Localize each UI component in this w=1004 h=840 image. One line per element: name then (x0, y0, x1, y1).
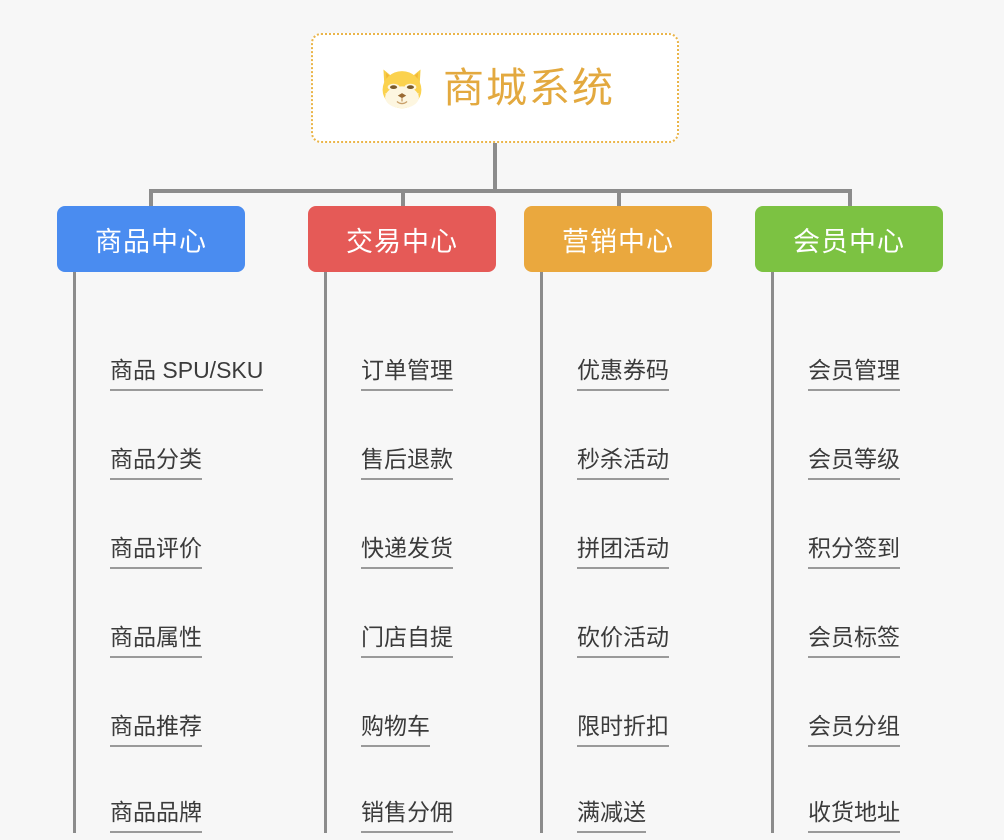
list-item[interactable]: 积分签到 (774, 480, 985, 569)
list-item[interactable]: 商品属性 (76, 569, 307, 658)
category-header-product[interactable]: 商品中心 (57, 206, 245, 272)
list-item[interactable]: 销售分佣 (327, 747, 538, 833)
category-column-trade: 交易中心 订单管理 售后退款 快递发货 门店自提 购物车 销售分佣 (308, 206, 538, 833)
list-item[interactable]: 秒杀活动 (543, 391, 754, 480)
root-node-mall-system[interactable]: 商城系统 (311, 33, 679, 143)
leaf-label: 商品属性 (110, 624, 202, 658)
leaf-label: 门店自提 (361, 624, 453, 658)
list-item[interactable]: 收货地址 (774, 747, 985, 833)
leaf-label: 砍价活动 (577, 624, 669, 658)
leaf-label: 商品 SPU/SKU (110, 357, 264, 391)
list-item[interactable]: 砍价活动 (543, 569, 754, 658)
leaf-label: 限时折扣 (577, 713, 669, 747)
list-item[interactable]: 会员管理 (774, 302, 985, 391)
list-item[interactable]: 商品分类 (76, 391, 307, 480)
leaf-label: 会员标签 (808, 624, 900, 658)
list-item[interactable]: 商品品牌 (76, 747, 307, 833)
category-column-member: 会员中心 会员管理 会员等级 积分签到 会员标签 会员分组 收货地址 (755, 206, 985, 833)
leaf-list-trade: 订单管理 售后退款 快递发货 门店自提 购物车 销售分佣 (324, 272, 538, 833)
category-header-trade[interactable]: 交易中心 (308, 206, 496, 272)
list-item[interactable]: 会员分组 (774, 658, 985, 747)
connector-drop-3 (617, 189, 621, 206)
leaf-list-member: 会员管理 会员等级 积分签到 会员标签 会员分组 收货地址 (771, 272, 985, 833)
list-item[interactable]: 商品评价 (76, 480, 307, 569)
connector-drop-4 (848, 189, 852, 206)
root-title: 商城系统 (443, 64, 615, 111)
list-item[interactable]: 会员等级 (774, 391, 985, 480)
leaf-label: 会员管理 (808, 357, 900, 391)
category-column-marketing: 营销中心 优惠券码 秒杀活动 拼团活动 砍价活动 限时折扣 满减送 (524, 206, 754, 833)
leaf-label: 商品分类 (110, 446, 202, 480)
list-item[interactable]: 购物车 (327, 658, 538, 747)
connector-drop-2 (401, 189, 405, 206)
list-item[interactable]: 订单管理 (327, 302, 538, 391)
leaf-list-product: 商品 SPU/SKU 商品分类 商品评价 商品属性 商品推荐 商品品牌 (73, 272, 307, 833)
category-header-member[interactable]: 会员中心 (755, 206, 943, 272)
list-item[interactable]: 满减送 (543, 747, 754, 833)
category-header-label: 营销中心 (562, 226, 674, 257)
leaf-label: 订单管理 (361, 357, 453, 391)
list-item[interactable]: 优惠券码 (543, 302, 754, 391)
list-item[interactable]: 商品推荐 (76, 658, 307, 747)
category-header-label: 会员中心 (793, 226, 905, 257)
leaf-label: 销售分佣 (361, 799, 453, 833)
list-item[interactable]: 拼团活动 (543, 480, 754, 569)
leaf-label: 满减送 (577, 799, 646, 833)
leaf-label: 商品推荐 (110, 713, 202, 747)
shiba-dog-icon (382, 69, 422, 109)
list-item[interactable]: 商品 SPU/SKU (76, 302, 307, 391)
leaf-label: 会员分组 (808, 713, 900, 747)
leaf-label: 快递发货 (361, 535, 453, 569)
leaf-label: 购物车 (361, 713, 430, 747)
list-item[interactable]: 会员标签 (774, 569, 985, 658)
list-item[interactable]: 限时折扣 (543, 658, 754, 747)
category-header-label: 交易中心 (346, 226, 458, 257)
connector-drop-1 (149, 189, 153, 206)
leaf-label: 秒杀活动 (577, 446, 669, 480)
list-item[interactable]: 门店自提 (327, 569, 538, 658)
category-header-label: 商品中心 (95, 226, 207, 257)
leaf-label: 积分签到 (808, 535, 900, 569)
leaf-label: 收货地址 (808, 799, 900, 833)
leaf-label: 会员等级 (808, 446, 900, 480)
leaf-label: 拼团活动 (577, 535, 669, 569)
connector-root-stem (493, 143, 497, 193)
leaf-label: 优惠券码 (577, 357, 669, 391)
list-item[interactable]: 快递发货 (327, 480, 538, 569)
leaf-label: 售后退款 (361, 446, 453, 480)
leaf-label: 商品评价 (110, 535, 202, 569)
list-item[interactable]: 售后退款 (327, 391, 538, 480)
category-column-product: 商品中心 商品 SPU/SKU 商品分类 商品评价 商品属性 商品推荐 商品品牌 (57, 206, 307, 833)
connector-horizontal-bus (149, 189, 850, 193)
category-header-marketing[interactable]: 营销中心 (524, 206, 712, 272)
leaf-list-marketing: 优惠券码 秒杀活动 拼团活动 砍价活动 限时折扣 满减送 (540, 272, 754, 833)
leaf-label: 商品品牌 (110, 799, 202, 833)
